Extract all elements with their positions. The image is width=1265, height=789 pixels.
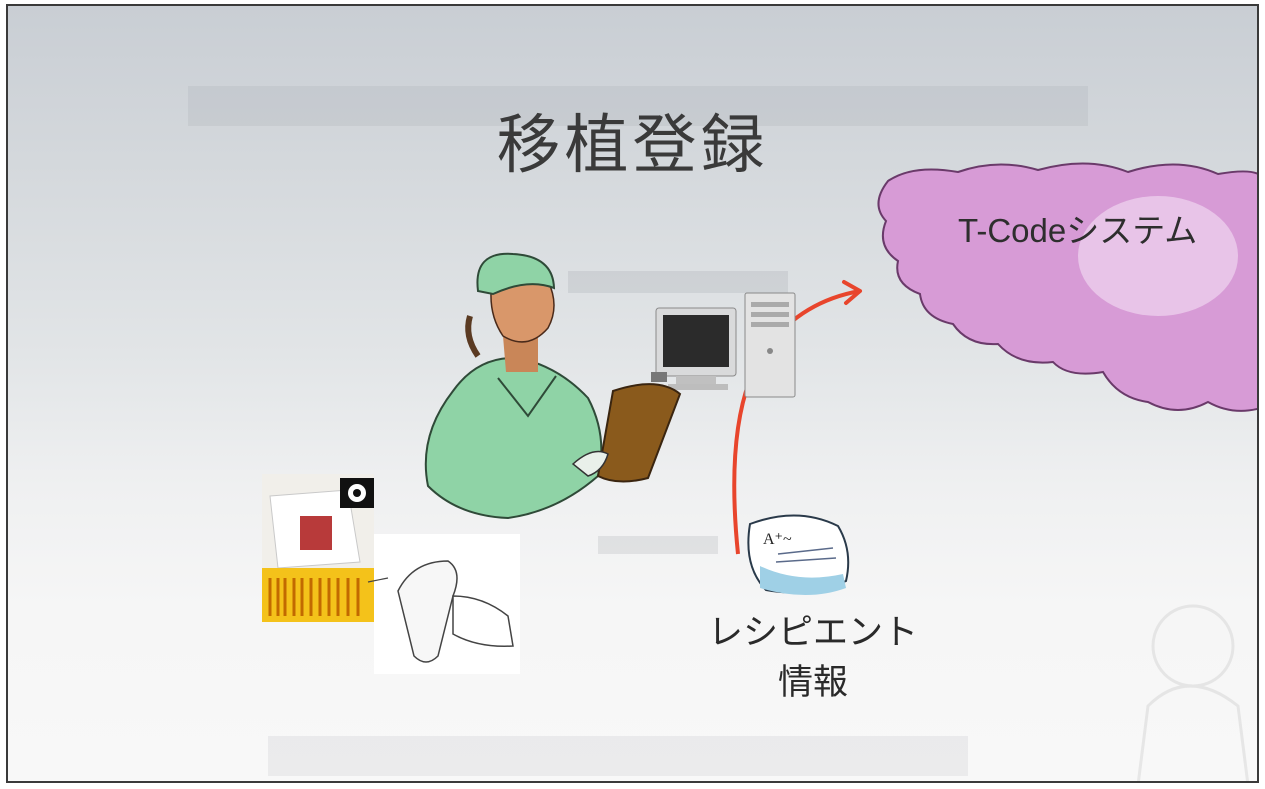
document-icon: A⁺~ — [747, 514, 850, 595]
computer-icon — [655, 292, 796, 398]
barcode-container-icon — [262, 474, 374, 622]
slide-artwork: A⁺~ — [188, 86, 1257, 781]
slide-title: 移植登録 — [496, 109, 769, 183]
nurse-clipart — [424, 252, 682, 520]
slide: A⁺~ 移 — [6, 4, 1259, 783]
recipient-info-line1: レシピエント — [707, 613, 918, 653]
barcode-scanner-icon — [367, 534, 520, 674]
recipient-info-line2: 情報 — [777, 663, 848, 703]
svg-text:A⁺~: A⁺~ — [763, 531, 792, 548]
cloud-icon — [877, 162, 1257, 412]
background-watermark — [188, 86, 1250, 781]
recipient-info-label: レシピエント 情報 — [698, 608, 928, 708]
cloud-label: T-Codeシステム — [958, 212, 1198, 249]
